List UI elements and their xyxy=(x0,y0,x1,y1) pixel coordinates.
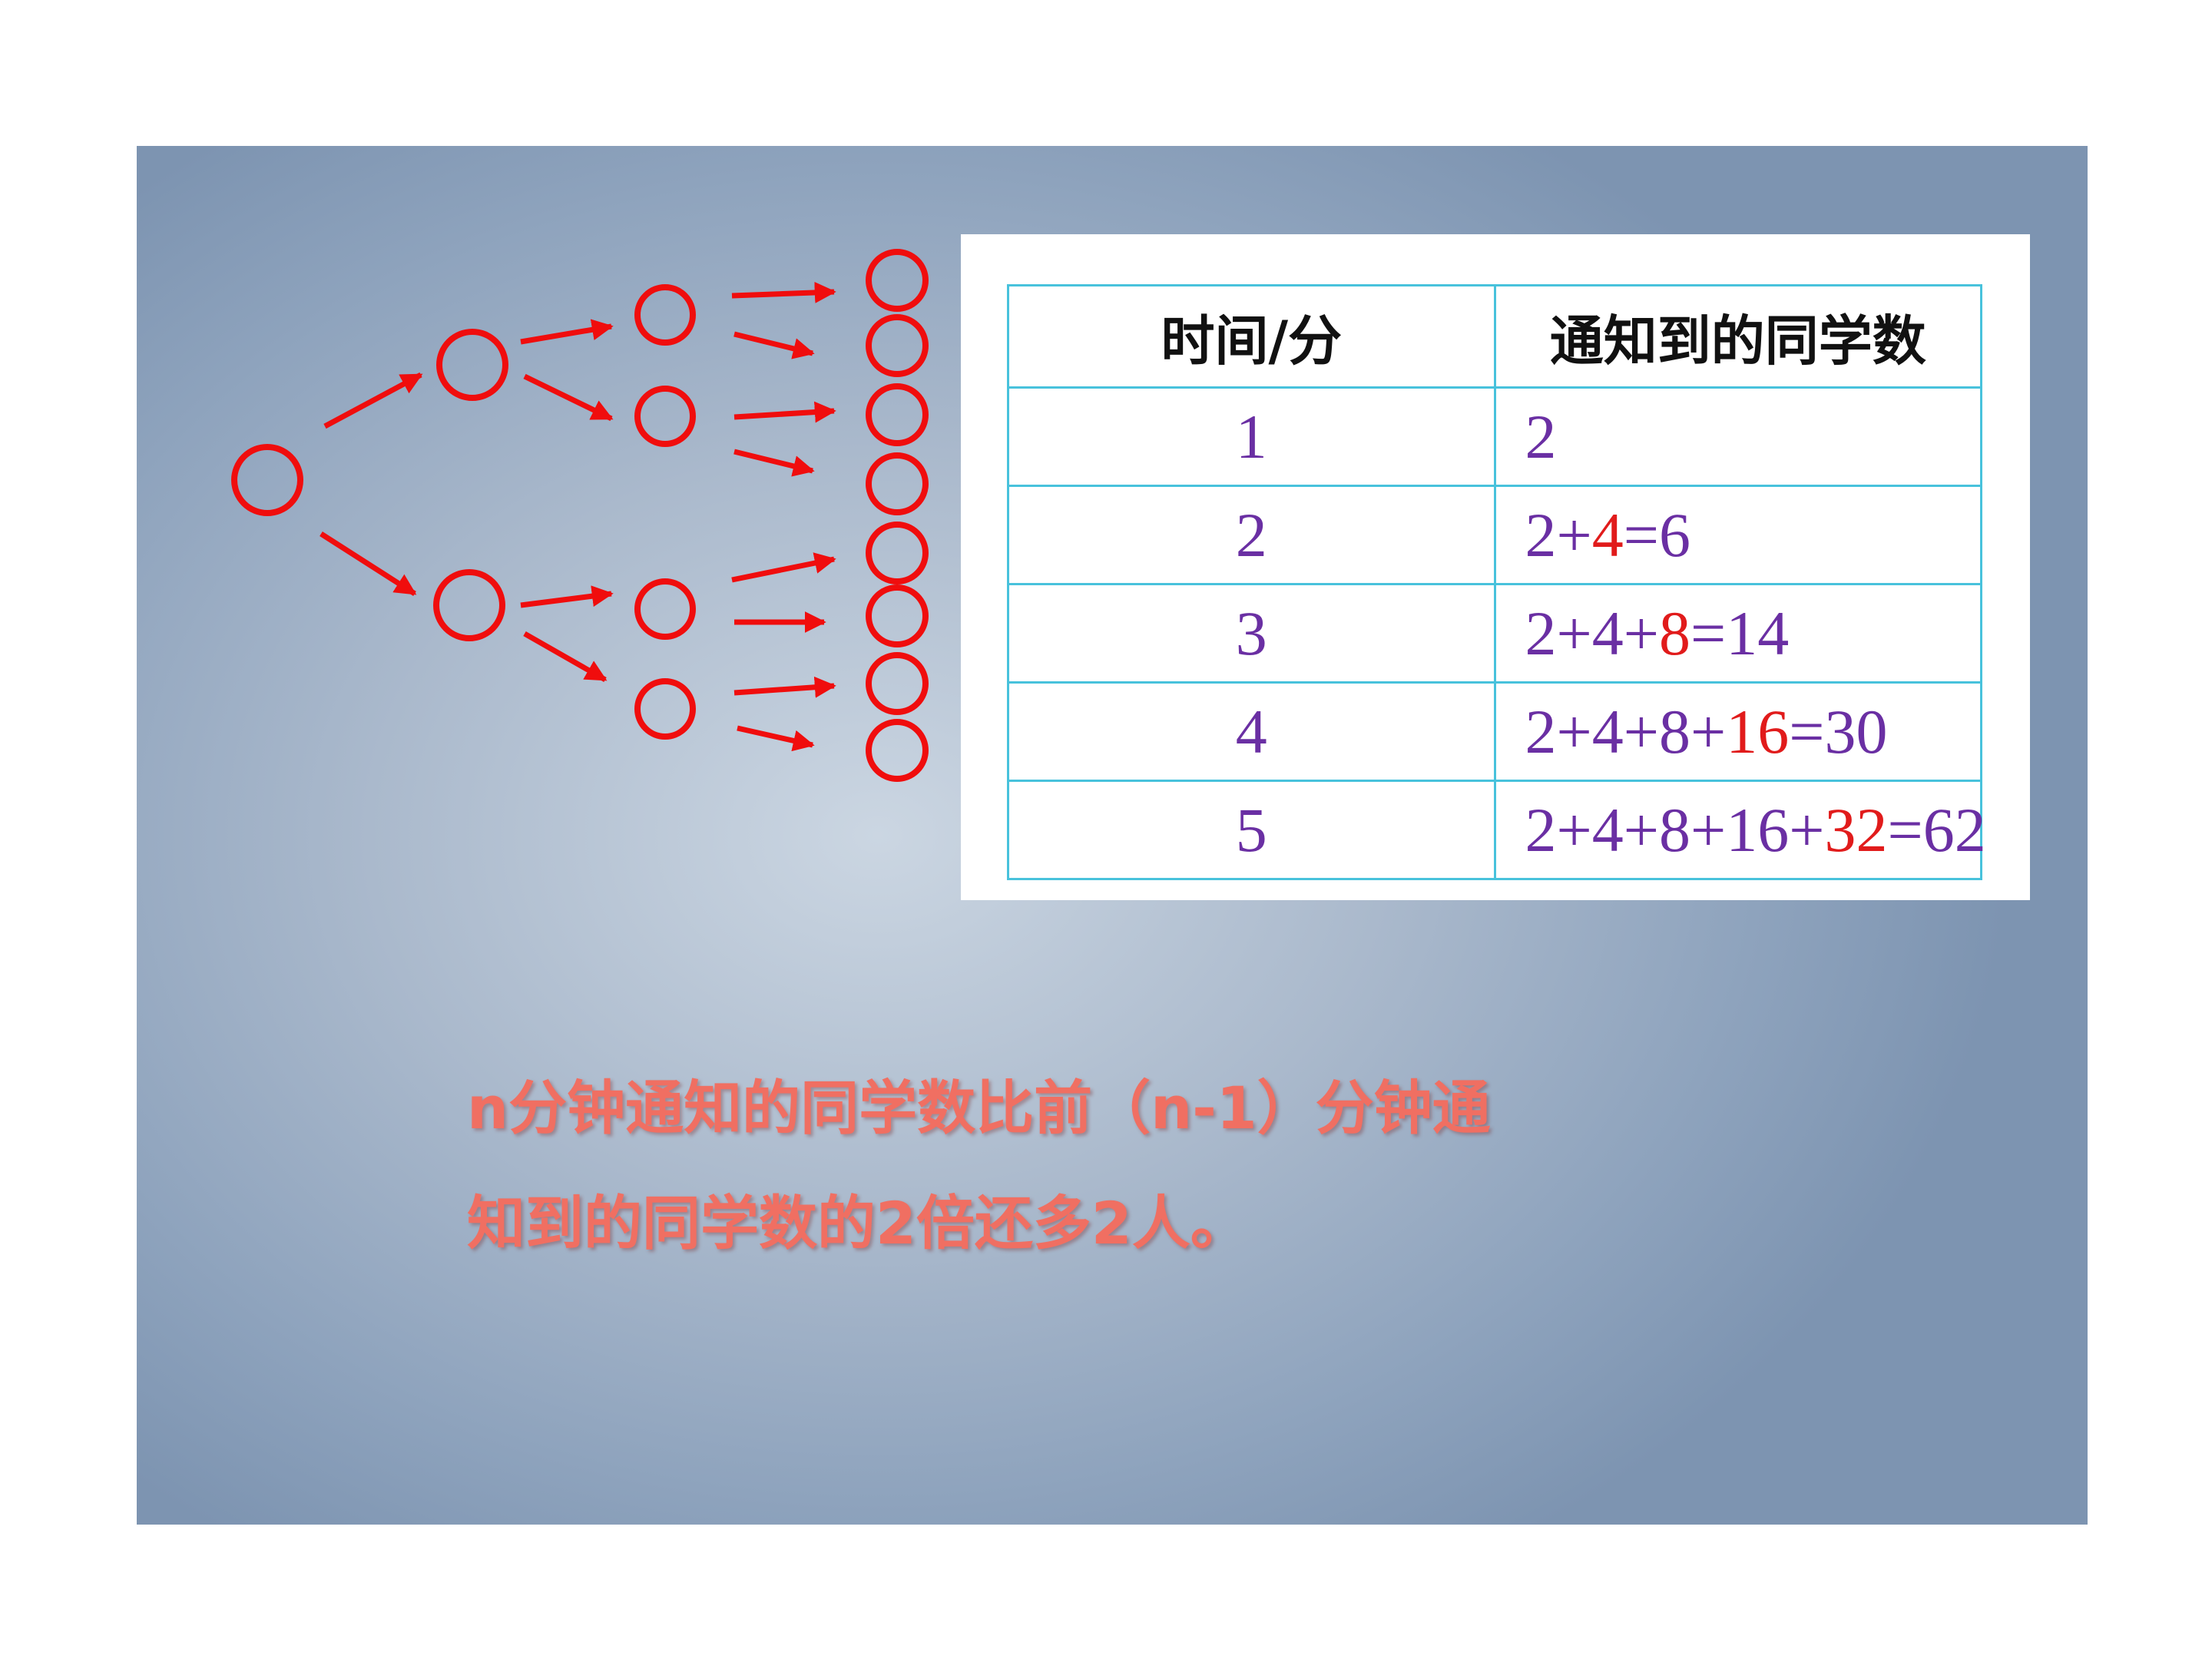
notify-arrow xyxy=(733,401,836,423)
notify-arrow xyxy=(733,449,815,477)
table-header-row: 时间/分 通知到的同学数 xyxy=(1007,284,1982,389)
count-cell: 2+4+8+16=30 xyxy=(1493,681,1982,782)
time-cell: 2 xyxy=(1007,485,1496,585)
notification-tree-diagram xyxy=(231,249,929,782)
count-cell: 2 xyxy=(1493,386,1982,487)
expr-highlight: 32 xyxy=(1824,794,1888,865)
time-cell: 4 xyxy=(1007,681,1496,782)
expr-pre: 2+4+8+ xyxy=(1525,696,1727,767)
expr-pre: 2+4+8+16+ xyxy=(1525,794,1825,865)
level4-circle xyxy=(866,383,929,446)
level4-circle xyxy=(866,652,929,715)
header-count: 通知到的同学数 xyxy=(1493,284,1982,389)
level4-circle xyxy=(866,452,929,515)
notify-arrow xyxy=(323,372,423,429)
notify-arrow xyxy=(733,676,836,698)
count-cell: 2+4+8+16+32=62 xyxy=(1493,780,1986,880)
level4-circle xyxy=(866,249,929,312)
root-circle xyxy=(231,444,303,516)
level4-circle xyxy=(866,522,929,584)
level4-circle xyxy=(866,584,929,647)
conclusion-line-2: 知到的同学数的2倍还多2人。 xyxy=(467,1189,1249,1257)
notify-arrow xyxy=(731,552,836,583)
level2-circle xyxy=(436,329,508,401)
expr-post: =30 xyxy=(1789,696,1888,767)
conclusion-text: n分钟通知的同学数比前（n-1）分钟通 知到的同学数的2倍还多2人。 xyxy=(467,1051,1757,1281)
count-cell: 2+4=6 xyxy=(1493,485,1982,585)
expr-highlight: 16 xyxy=(1726,696,1790,767)
expr-post: =62 xyxy=(1887,794,1986,865)
expr-pre: 2+ xyxy=(1525,499,1592,570)
expr-post: =14 xyxy=(1690,598,1790,668)
notification-table: 时间/分 通知到的同学数 1 2 2 2+4=6 3 2+4+8=14 4 2+… xyxy=(1007,284,1986,880)
time-cell: 5 xyxy=(1007,780,1496,880)
notify-arrow xyxy=(520,585,614,608)
expr-highlight: 4 xyxy=(1591,499,1624,570)
level4-circle xyxy=(866,719,929,782)
notify-arrow xyxy=(320,531,417,596)
level2-circle xyxy=(433,569,505,641)
notify-arrow xyxy=(731,281,836,303)
table-row: 2 2+4=6 xyxy=(1007,485,1982,585)
notify-arrow xyxy=(523,631,608,683)
expr-highlight: 8 xyxy=(1659,598,1690,668)
expr-pre: 2 xyxy=(1525,401,1557,472)
level3-circle xyxy=(634,386,696,447)
level3-circle xyxy=(634,578,696,640)
time-cell: 3 xyxy=(1007,583,1496,684)
time-cell: 1 xyxy=(1007,386,1496,487)
level3-circle xyxy=(634,284,696,346)
slide: 时间/分 通知到的同学数 1 2 2 2+4=6 3 2+4+8=14 4 2+… xyxy=(137,146,2088,1525)
table-row: 3 2+4+8=14 xyxy=(1007,583,1982,684)
header-time: 时间/分 xyxy=(1007,284,1496,389)
notify-arrow xyxy=(520,319,614,345)
notify-arrow xyxy=(733,331,815,359)
table-panel: 时间/分 通知到的同学数 1 2 2 2+4=6 3 2+4+8=14 4 2+… xyxy=(961,234,2030,900)
expr-pre: 2+4+ xyxy=(1525,598,1660,668)
conclusion-line-1: n分钟通知的同学数比前（n-1）分钟通 xyxy=(467,1074,1491,1142)
table-row: 5 2+4+8+16+32=62 xyxy=(1007,780,1986,880)
notify-arrow xyxy=(523,373,614,422)
level4-circle xyxy=(866,314,929,377)
table-row: 1 2 xyxy=(1007,386,1982,487)
level3-circle xyxy=(634,678,696,740)
notify-arrow xyxy=(737,725,815,752)
table-row: 4 2+4+8+16=30 xyxy=(1007,681,1982,782)
expr-post: =6 xyxy=(1623,499,1690,570)
count-cell: 2+4+8=14 xyxy=(1493,583,1982,684)
